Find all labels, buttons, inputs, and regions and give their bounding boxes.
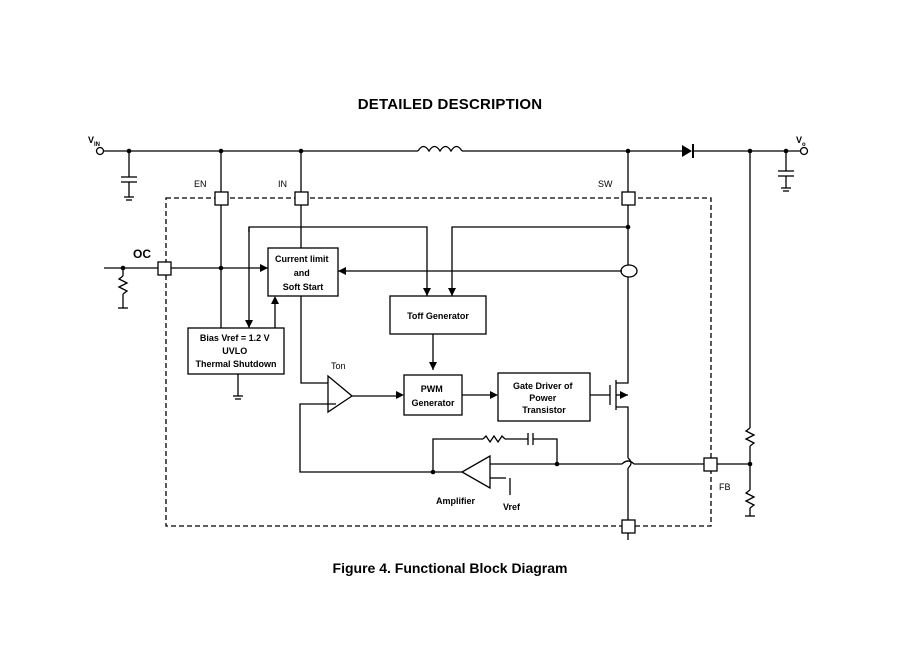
pwm-text: PWM Generator (411, 384, 455, 408)
vin-label: VIN (88, 135, 100, 148)
pin-en (214, 191, 229, 206)
pin-sw (621, 191, 636, 206)
bias-text: Bias Vref = 1.2 V UVLO Thermal Shutdown (196, 333, 277, 369)
pin-in-label: IN (278, 179, 287, 189)
pin-en-label: EN (194, 179, 207, 189)
vo-label: Vo (796, 135, 806, 148)
pin-oc-label: OC (133, 247, 151, 261)
inductor-icon (417, 145, 463, 153)
pin-fb-label: FB (719, 482, 731, 492)
page-title: DETAILED DESCRIPTION (357, 96, 543, 113)
current-limit-text: Current limit and Soft Start (275, 254, 331, 292)
ton-label: Ton (331, 361, 346, 371)
gate-driver-block (497, 372, 591, 422)
pin-in (294, 191, 309, 206)
toff-text: Toff Generator (407, 311, 469, 321)
pin-gnd (621, 519, 636, 534)
ic-boundary (165, 197, 712, 527)
diode-icon (682, 145, 692, 157)
ton-comparator (327, 374, 354, 414)
error-amplifier (460, 454, 491, 490)
vref-label: Vref (503, 502, 521, 512)
current-limit-block (267, 247, 339, 297)
pwm-generator-block (403, 374, 463, 416)
pin-oc (157, 261, 172, 276)
pin-sw-label: SW (598, 179, 613, 189)
bias-block (187, 327, 285, 375)
toff-generator-block (389, 295, 487, 335)
gate-driver-text: Gate Driver of Power Transistor (513, 381, 575, 415)
pin-fb (703, 457, 718, 472)
figure-caption: Figure 4. Functional Block Diagram (332, 560, 568, 576)
amplifier-label: Amplifier (436, 496, 476, 506)
